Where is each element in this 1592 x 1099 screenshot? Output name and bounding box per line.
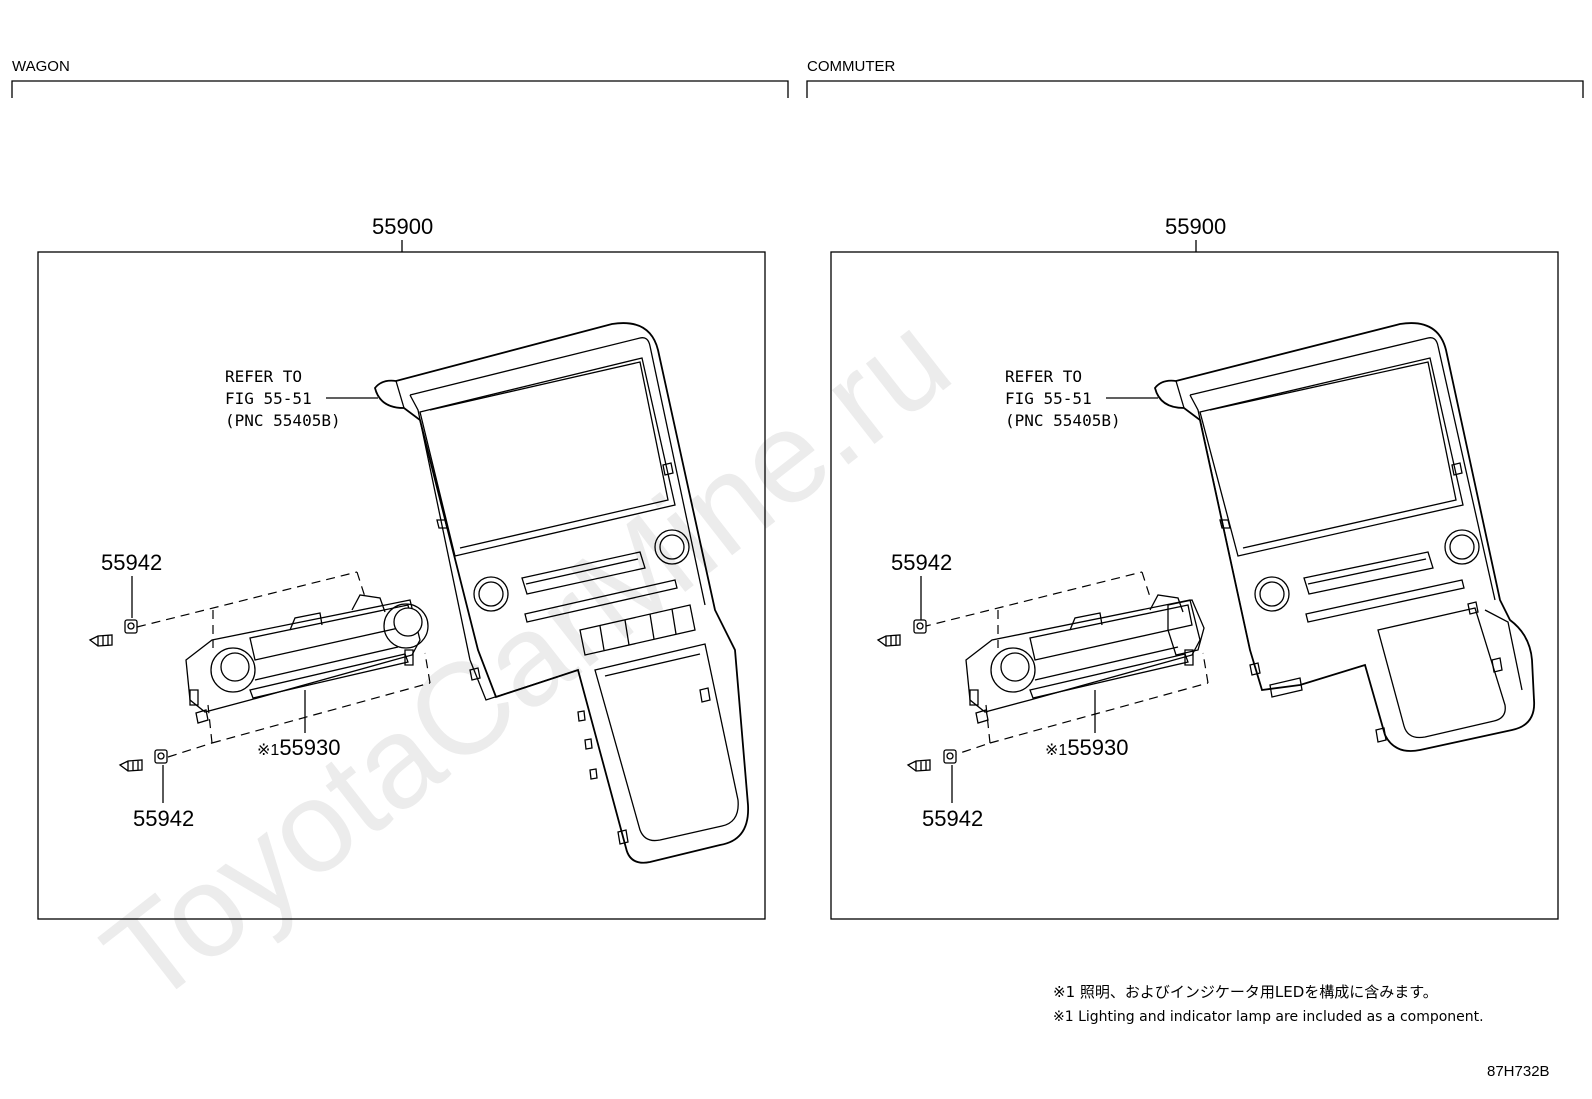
commuter-bracket xyxy=(806,80,1584,98)
ref-line-2-commuter: FIG 55-51 xyxy=(1005,389,1092,408)
assembly-frame-commuter xyxy=(830,251,1559,920)
section-label-wagon: WAGON xyxy=(12,58,70,75)
part-number-bolt-bottom-wagon: 55942 xyxy=(133,806,194,831)
wagon-bracket xyxy=(11,80,789,98)
part-number-bolt-top-wagon: 55942 xyxy=(101,550,162,575)
commuter-section: COMMUTER 55900 REFER TO FIG 55-51 (PNC 5… xyxy=(806,58,1584,920)
control-part-number-wagon: 55930 xyxy=(279,735,340,760)
center-panel-wagon xyxy=(374,322,749,864)
control-part-label-wagon: ※155930 xyxy=(257,735,341,760)
control-part-number-commuter: 55930 xyxy=(1067,735,1128,760)
control-prefix-commuter: ※1 xyxy=(1045,742,1067,759)
assembly-number-wagon: 55900 xyxy=(372,214,433,239)
control-prefix-wagon: ※1 xyxy=(257,742,279,759)
note-english: ※1 Lighting and indicator lamp are inclu… xyxy=(1053,1009,1484,1025)
control-part-label-commuter: ※155930 xyxy=(1045,735,1129,760)
ref-line-1-wagon: REFER TO xyxy=(225,367,302,386)
center-panel-commuter xyxy=(1154,322,1535,752)
bolt-clip-bottom-commuter: 55942 xyxy=(906,749,983,831)
watermark-text: ToyotaCarMine.ru xyxy=(77,285,975,1032)
wagon-section: WAGON 55900 REFER TO FIG 55-51 (PNC 5540… xyxy=(11,58,789,920)
bolt-clip-bottom-wagon: 55942 xyxy=(118,749,194,831)
bolt-clip-top-wagon: 55942 xyxy=(88,550,162,647)
figure-code: 87H732B xyxy=(1487,1063,1550,1080)
bolt-clip-top-commuter: 55942 xyxy=(876,550,952,647)
ref-line-3-commuter: (PNC 55405B) xyxy=(1005,411,1121,430)
part-number-bolt-bottom-commuter: 55942 xyxy=(922,806,983,831)
note-japanese: ※1 照明、およびインジケータ用LEDを構成に含みます。 xyxy=(1053,983,1438,1001)
ac-control-unit-wagon xyxy=(136,571,431,758)
ref-line-2-wagon: FIG 55-51 xyxy=(225,389,312,408)
assembly-frame-wagon xyxy=(37,251,766,920)
section-label-commuter: COMMUTER xyxy=(807,58,895,75)
assembly-number-commuter: 55900 xyxy=(1165,214,1226,239)
ref-line-3-wagon: (PNC 55405B) xyxy=(225,411,341,430)
ac-control-unit-commuter xyxy=(921,571,1209,758)
ref-line-1-commuter: REFER TO xyxy=(1005,367,1082,386)
part-number-bolt-top-commuter: 55942 xyxy=(891,550,952,575)
